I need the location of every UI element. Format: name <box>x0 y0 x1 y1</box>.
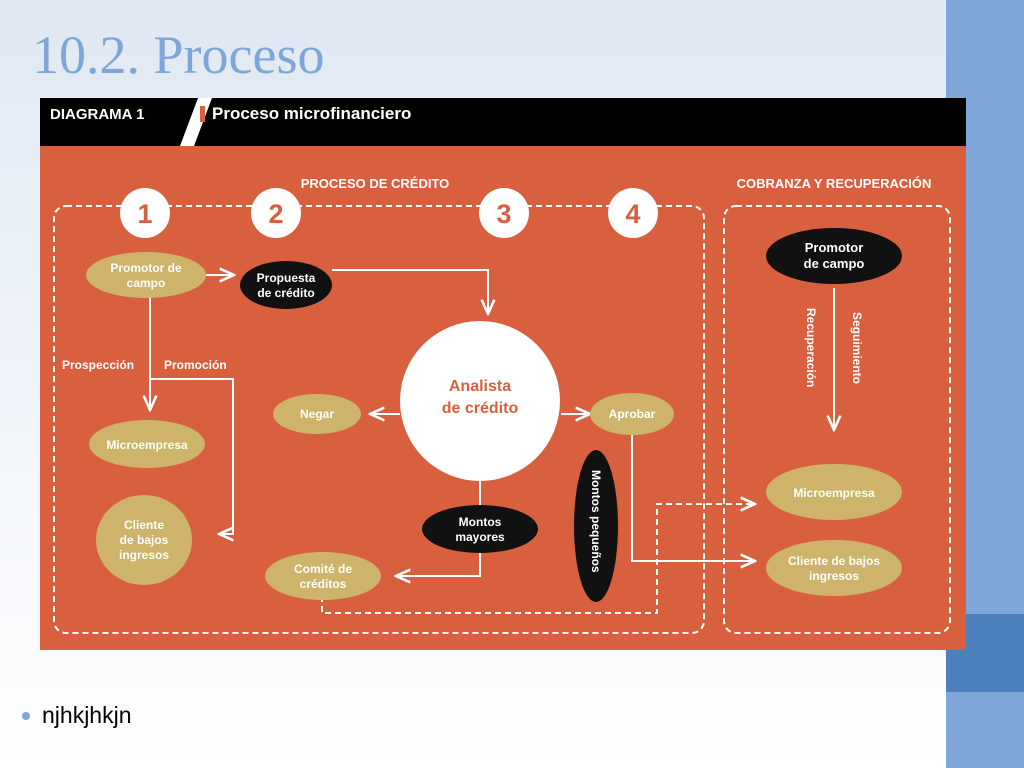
svg-text:Analista: Analista <box>449 378 511 395</box>
step-1: 1 <box>120 188 170 238</box>
step-2-number: 2 <box>268 199 283 229</box>
node-montos-pequenos: Montos pequeños <box>574 450 618 602</box>
step-1-number: 1 <box>137 199 152 229</box>
svg-text:Promotor de: Promotor de <box>110 261 182 275</box>
bullet-text: njhkjhkjn <box>42 702 132 728</box>
arrow-to-comite <box>396 546 481 576</box>
svg-text:créditos: créditos <box>300 577 347 591</box>
svg-text:ingresos: ingresos <box>119 548 169 562</box>
arrow-promocion <box>150 378 234 534</box>
arrow-aprobar-to-cliente <box>631 435 755 561</box>
svg-text:campo: campo <box>127 276 166 290</box>
section-title-credit: PROCESO DE CRÉDITO <box>301 176 450 191</box>
svg-text:Propuesta: Propuesta <box>257 271 316 285</box>
node-microempresa-left: Microempresa <box>89 420 205 468</box>
svg-text:de campo: de campo <box>804 256 865 271</box>
label-promocion: Promoción <box>164 358 227 372</box>
dashed-arrow-to-microempresa <box>321 504 755 614</box>
step-4: 4 <box>608 188 658 238</box>
step-2: 2 <box>251 188 301 238</box>
svg-text:de crédito: de crédito <box>442 400 519 417</box>
process-diagram: DIAGRAMA 1 Proceso microfinanciero PROCE… <box>40 98 966 650</box>
node-propuesta-de-credito: Propuesta de crédito <box>240 261 332 309</box>
label-prospeccion: Prospección <box>62 358 134 372</box>
bullet-dot-icon <box>22 711 30 720</box>
svg-text:de bajos: de bajos <box>120 533 169 547</box>
step-4-number: 4 <box>625 199 640 229</box>
svg-text:Promotor: Promotor <box>805 240 864 255</box>
svg-text:Microempresa: Microempresa <box>106 438 188 452</box>
node-analista-de-credito: Analista de crédito <box>400 321 560 481</box>
node-montos-mayores: Montos mayores <box>422 505 538 553</box>
step-3-number: 3 <box>496 199 511 229</box>
node-microempresa-right: Microempresa <box>766 464 902 520</box>
credit-process-frame <box>53 205 705 634</box>
svg-text:Comité de: Comité de <box>294 562 352 576</box>
svg-text:de crédito: de crédito <box>257 286 314 300</box>
node-negar: Negar <box>273 394 361 434</box>
node-cliente-bajos-ingresos-left: Cliente de bajos ingresos <box>96 495 192 585</box>
svg-text:ingresos: ingresos <box>809 569 859 583</box>
label-recuperacion: Recuperación <box>804 308 818 387</box>
collection-frame <box>723 205 951 634</box>
node-aprobar: Aprobar <box>590 393 674 435</box>
svg-text:Cliente de bajos: Cliente de bajos <box>788 554 880 568</box>
step-3: 3 <box>479 188 529 238</box>
svg-text:Microempresa: Microempresa <box>793 486 875 500</box>
svg-text:mayores: mayores <box>455 530 505 544</box>
bullet-item: njhkjhkjn <box>22 702 132 729</box>
diagram-label: DIAGRAMA 1 <box>50 106 144 123</box>
svg-text:Montos: Montos <box>459 515 502 529</box>
diagram-title: Proceso microfinanciero <box>212 104 411 123</box>
node-comite-de-creditos: Comité de créditos <box>265 552 381 600</box>
svg-text:Negar: Negar <box>300 407 334 421</box>
diagram-header <box>40 98 966 146</box>
arrow-propuesta-to-analista <box>332 269 488 314</box>
svg-text:Cliente: Cliente <box>124 518 164 532</box>
header-marker <box>200 106 205 122</box>
slide-title: 10.2. Proceso <box>32 25 325 85</box>
section-title-collection: COBRANZA Y RECUPERACIÓN <box>737 176 932 191</box>
svg-text:Montos pequeños: Montos pequeños <box>589 470 603 573</box>
label-seguimiento: Seguimiento <box>850 312 864 384</box>
node-cliente-bajos-ingresos-right: Cliente de bajos ingresos <box>766 540 902 596</box>
node-promotor-de-campo-left: Promotor de campo <box>86 252 206 298</box>
svg-text:Aprobar: Aprobar <box>609 407 656 421</box>
node-promotor-de-campo-right: Promotor de campo <box>766 228 902 284</box>
